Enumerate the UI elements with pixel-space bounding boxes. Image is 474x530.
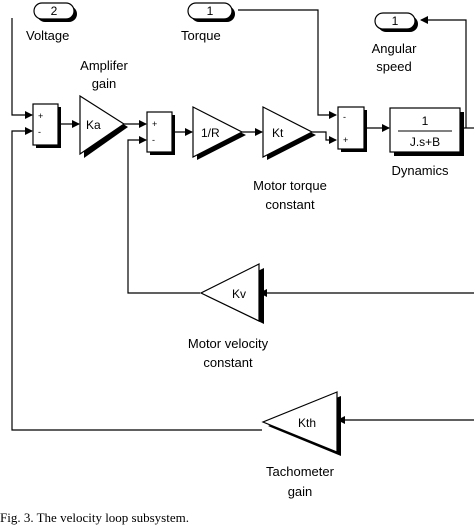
wire-torque-to-sum3 <box>238 9 337 119</box>
sum1-top-sign: + <box>38 111 43 121</box>
sum3-top-sign: - <box>343 112 346 122</box>
angular-speed-label-line1: Angular <box>372 41 417 56</box>
amplifier-label-line1: Amplifer <box>80 58 128 73</box>
wire-voltage-to-sum1 <box>11 18 33 119</box>
motor-velocity-constant-block[interactable]: Kv <box>199 263 264 324</box>
motor-velocity-label-line1: Motor velocity <box>188 336 269 351</box>
dynamics-transfer-function-block[interactable]: 1 J.s+B <box>389 107 464 156</box>
sum3-bottom-sign: + <box>343 135 348 145</box>
tachometer-gain-text: Kth <box>298 416 316 430</box>
sum-block-2[interactable]: + - <box>146 111 175 155</box>
motor-torque-label-line1: Motor torque <box>253 178 327 193</box>
tachometer-label-line1: Tachometer <box>266 464 335 479</box>
tachometer-gain-block[interactable]: Kth <box>261 391 341 456</box>
sum-block-3[interactable]: - + <box>337 106 367 152</box>
motor-torque-label-line2: constant <box>265 197 315 212</box>
amplifier-gain-text: Ka <box>86 118 101 132</box>
angular-speed-label-line2: speed <box>376 59 411 74</box>
sum2-top-sign: + <box>152 119 157 129</box>
figure-caption: Fig. 3. The velocity loop subsystem. <box>0 510 189 525</box>
inverse-resistance-text: 1/R <box>201 126 220 140</box>
tachometer-label-line2: gain <box>288 484 313 499</box>
motor-velocity-constant-text: Kv <box>232 287 246 301</box>
motor-torque-constant-text: Kt <box>272 126 284 140</box>
amplifier-gain-block[interactable]: Ka <box>79 94 128 158</box>
sum-block-1[interactable]: + - <box>32 103 61 148</box>
dynamics-numerator: 1 <box>422 114 429 128</box>
motor-velocity-label-line2: constant <box>203 355 253 370</box>
block-diagram: 2 Voltage 1 Torque 1 Angular speed + - A… <box>11 2 474 499</box>
voltage-label: Voltage <box>26 28 69 43</box>
sum1-bottom-sign: - <box>38 127 41 137</box>
motor-torque-constant-block[interactable]: Kt <box>262 106 316 160</box>
torque-port-number: 1 <box>207 4 214 18</box>
wire-to-angular-speed <box>420 16 467 128</box>
wire-kv-feedback <box>127 136 200 294</box>
voltage-port-number: 2 <box>51 4 58 18</box>
sum2-bottom-sign: - <box>152 135 155 145</box>
torque-inport[interactable]: 1 <box>187 2 235 22</box>
dynamics-label: Dynamics <box>391 163 449 178</box>
angular-speed-port-number: 1 <box>392 14 399 28</box>
angular-speed-outport[interactable]: 1 <box>374 12 418 32</box>
inverse-resistance-block[interactable]: 1/R <box>192 106 246 160</box>
voltage-inport[interactable]: 2 <box>33 2 77 22</box>
wire-tacho-feedback <box>11 127 262 431</box>
wire-kt-to-sum3 <box>312 131 337 144</box>
amplifier-label-line2: gain <box>92 76 117 91</box>
dynamics-denominator: J.s+B <box>410 135 440 149</box>
torque-label: Torque <box>181 28 221 43</box>
